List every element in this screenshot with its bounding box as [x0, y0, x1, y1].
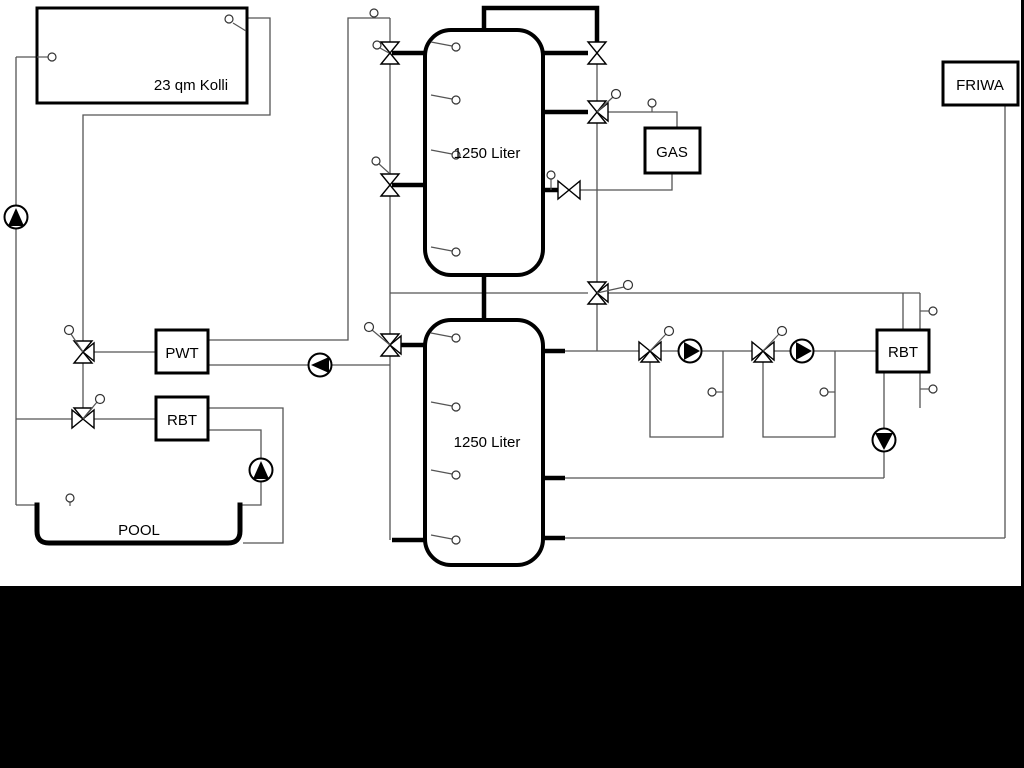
temp-sensor-icon: [65, 493, 75, 503]
temp-sensor-icon: [451, 470, 461, 480]
three-way-valve-icon: [363, 321, 402, 357]
temp-sensor-icon: [47, 52, 57, 62]
tank2-right-port-stubs: [543, 348, 565, 541]
three-way-valve-icon: [587, 88, 622, 124]
temp-sensor-icon: [819, 387, 829, 397]
pipe-collector-supply: [82, 17, 271, 341]
temp-sensor-icon: [451, 535, 461, 545]
tank1-sensor-stems: [430, 41, 453, 252]
pump-icon: [248, 457, 274, 483]
tank-top-label: 1250 Liter: [454, 145, 521, 162]
friwa-box: [941, 60, 1020, 107]
collector-label: 23 qm Kolli: [154, 77, 228, 94]
pipe-loop-a: [649, 351, 724, 438]
pipe-rbt-pool-supply: [208, 407, 284, 544]
friwa-label: FRIWA: [956, 77, 1004, 94]
pwt-box: [154, 328, 210, 375]
diagram-area: 23 qm Kolli 1250 Liter 1250 Liter GAS FR…: [0, 0, 1021, 586]
valve-icon: [587, 41, 607, 65]
rbt-left-box: [154, 395, 210, 442]
pump-icon: [789, 338, 815, 364]
temp-sensor-icon: [372, 40, 382, 50]
pipe-pool-collector-line: [15, 56, 37, 506]
pipe-pwt-to-header-top: [208, 17, 390, 341]
tank1-left-port-stubs: [392, 50, 425, 188]
pipes-thick: [392, 5, 600, 543]
temp-sensor-icon: [224, 14, 234, 24]
pump-icon: [3, 204, 29, 230]
tank-bottom-label: 1250 Liter: [454, 434, 521, 451]
valves: [63, 41, 788, 429]
pipe-gas-return: [580, 173, 673, 191]
temp-sensor-icon: [451, 150, 461, 160]
pipe-loop-b: [762, 351, 836, 438]
hydraulic-schematic: 23 qm Kolli 1250 Liter 1250 Liter GAS FR…: [3, 5, 1020, 567]
three-way-valve-icon: [638, 325, 675, 363]
temp-sensor-icon: [928, 306, 938, 316]
letterbox: [0, 586, 1024, 768]
temp-sensor-icon: [647, 98, 657, 108]
pipe-friwa-line: [565, 105, 1006, 539]
three-way-valve-icon: [71, 393, 106, 429]
temp-sensor-icon: [369, 8, 379, 18]
sensor-stem: [378, 163, 390, 174]
sensors: [37, 8, 938, 545]
temp-sensor-icon: [451, 42, 461, 52]
pipe-rbt-pool-return: [208, 429, 262, 506]
pool-basin: [34, 502, 243, 546]
tank1-top-header: [481, 5, 600, 42]
rbt-right-box: [875, 328, 931, 374]
pumps: [3, 204, 897, 483]
temp-sensor-icon: [451, 247, 461, 257]
three-way-valve-icon: [63, 324, 95, 364]
pump-icon: [677, 338, 703, 364]
pump-icon: [307, 352, 333, 378]
temp-sensor-icon: [451, 95, 461, 105]
rbt-left-label: RBT: [167, 412, 197, 429]
tank1-right-port-stubs: [543, 50, 588, 193]
temp-sensor-icon: [928, 384, 938, 394]
tank2-sensor-stems: [430, 332, 453, 540]
pipes-thin: [15, 17, 1006, 544]
gas-boiler-box: [643, 126, 702, 175]
valve-icon: [557, 180, 581, 200]
temp-sensor-icon: [546, 170, 556, 180]
solar-collector-box: [35, 6, 249, 105]
temp-sensor-icon: [451, 402, 461, 412]
pool-label: POOL: [118, 522, 160, 539]
pump-icon: [871, 427, 897, 453]
pipe-heating-header: [608, 292, 920, 330]
rbt-right-label: RBT: [888, 344, 918, 361]
pwt-label: PWT: [165, 345, 198, 362]
sensor-stem: [379, 47, 390, 54]
temp-sensor-icon: [371, 156, 381, 166]
temp-sensor-icon: [707, 387, 717, 397]
buffer-tank-top: [423, 28, 545, 277]
tank2-left-port-stubs: [392, 342, 425, 543]
three-way-valve-icon: [587, 279, 634, 305]
temp-sensor-icon: [451, 333, 461, 343]
buffer-tank-bottom: [423, 318, 545, 567]
pipe-gas-supply: [608, 111, 678, 128]
three-way-valve-icon: [751, 325, 788, 363]
gas-label: GAS: [656, 144, 688, 161]
sensor-stem: [232, 22, 247, 32]
